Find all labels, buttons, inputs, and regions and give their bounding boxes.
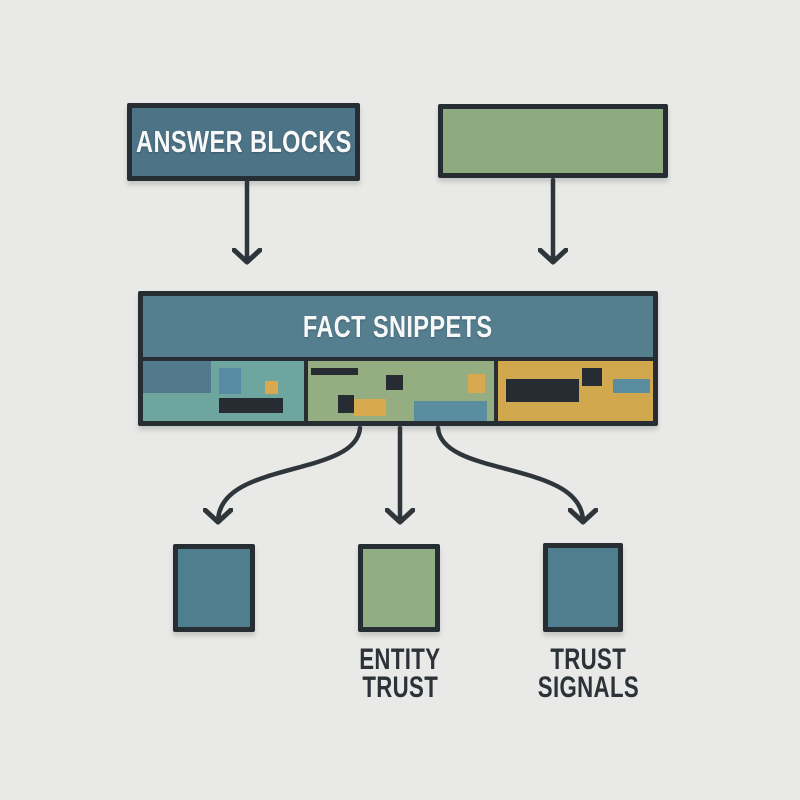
collage-shape: [354, 399, 387, 417]
output-box-entity-trust: [358, 544, 440, 632]
collage-segment-1: [143, 361, 304, 421]
collage-shape: [218, 398, 283, 413]
collage-shape: [581, 368, 602, 387]
trust-signals-label-line1: TRUST: [550, 643, 626, 676]
collage-shape: [386, 374, 403, 391]
collage-shape: [505, 379, 579, 402]
green-source-box: [438, 104, 668, 178]
output-box-left: [173, 544, 255, 632]
collage-shape: [265, 381, 278, 394]
entity-trust-label: ENTITY TRUST: [320, 643, 480, 704]
entity-trust-label-line1: ENTITY: [359, 643, 441, 676]
collage-segment-3: [498, 361, 653, 421]
answer-blocks-label: ANSWER BLOCKS: [135, 124, 352, 159]
collage-shape: [468, 373, 485, 393]
collage-shape: [612, 379, 650, 393]
collage-shape: [143, 361, 211, 393]
fact-snippets-header: FACT SNIPPETS: [143, 296, 653, 357]
collage-shape: [311, 367, 359, 375]
trust-signals-label: TRUST SIGNALS: [508, 643, 668, 704]
fact-snippets-label: FACT SNIPPETS: [303, 308, 493, 344]
output-box-trust-signals: [543, 543, 623, 632]
fact-snippets-collage: [143, 361, 653, 421]
trust-signals-label-line2: SIGNALS: [537, 671, 639, 704]
collage-segment-2: [307, 361, 495, 421]
collage-shape: [218, 368, 242, 394]
arrow-fact-to-left-output: [218, 425, 363, 522]
entity-trust-label-line2: TRUST: [362, 671, 438, 704]
arrow-fact-to-trust-signals: [435, 425, 583, 522]
answer-blocks-box: ANSWER BLOCKS: [127, 103, 360, 181]
fact-snippets-box: FACT SNIPPETS: [138, 291, 658, 426]
collage-shape: [414, 401, 487, 421]
collage-shape: [337, 394, 355, 413]
